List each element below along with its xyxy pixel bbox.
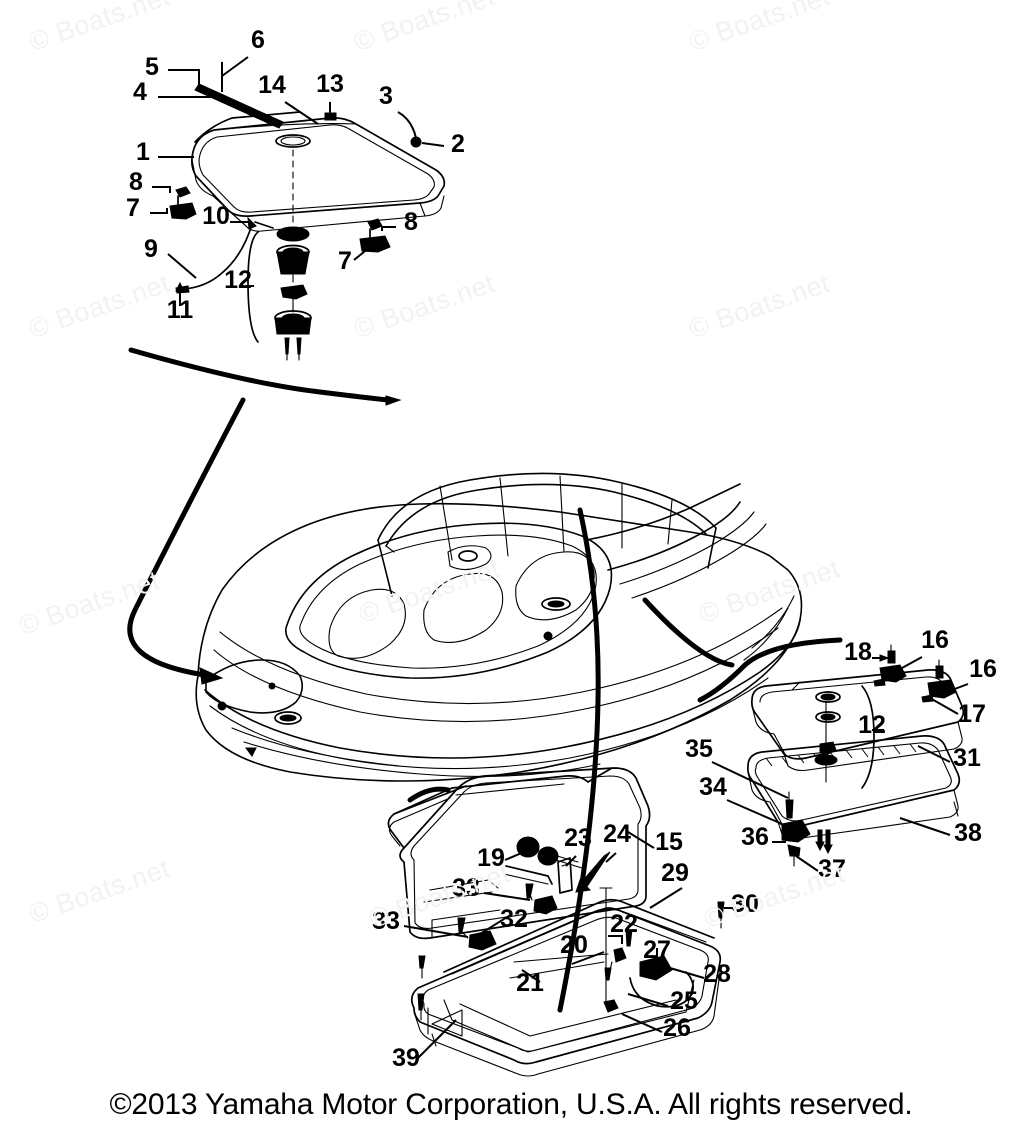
callout-number-9: 9 bbox=[144, 235, 158, 263]
right-hinge-part-12 bbox=[814, 685, 875, 789]
hinge-stack-part-12 bbox=[247, 149, 312, 361]
callout-number-26: 26 bbox=[663, 1014, 691, 1042]
callout-number-32: 32 bbox=[500, 905, 528, 933]
callout-number-1: 1 bbox=[136, 138, 150, 166]
callout-number-11: 11 bbox=[167, 296, 194, 324]
callout-number-17: 17 bbox=[958, 700, 986, 728]
callout-number-6: 6 bbox=[251, 26, 265, 54]
right-lock-parts-34-37 bbox=[781, 791, 833, 867]
right-hatch-lid-part-31 bbox=[750, 669, 965, 772]
callout-number-21: 21 bbox=[516, 969, 544, 997]
callout-number-8: 8 bbox=[129, 168, 143, 196]
right-latch-upper-parts-16-18 bbox=[873, 644, 907, 687]
assembly-leader-lines bbox=[127, 347, 843, 1013]
latch-left-parts-7-8 bbox=[169, 186, 197, 220]
callout-number-33: 33 bbox=[372, 907, 400, 935]
callout-number-23: 23 bbox=[564, 824, 592, 852]
callout-number-38: 38 bbox=[954, 819, 982, 847]
callout-number-24: 24 bbox=[603, 820, 631, 848]
callout-number-34: 34 bbox=[699, 773, 727, 801]
callout-number-13: 13 bbox=[316, 70, 344, 98]
callout-number-25: 25 bbox=[670, 987, 698, 1015]
callout-number-35: 35 bbox=[685, 735, 713, 763]
callout-number-28: 28 bbox=[703, 960, 731, 988]
callout-number-16: 16 bbox=[969, 655, 997, 683]
callout-number-5: 5 bbox=[145, 53, 159, 81]
callout-number-3: 3 bbox=[379, 82, 393, 110]
callout-number-39: 39 bbox=[392, 1044, 420, 1072]
boat-illustration bbox=[195, 472, 803, 782]
storage-box-body-part-39 bbox=[410, 898, 722, 1077]
callout-number-7: 7 bbox=[126, 194, 140, 222]
callout-number-30: 30 bbox=[731, 890, 759, 918]
storage-box-lid-part-15 bbox=[387, 767, 651, 940]
callout-number-20: 20 bbox=[560, 931, 588, 959]
callout-number-15: 15 bbox=[655, 828, 683, 856]
latch-right-parts-7-8 bbox=[359, 218, 391, 253]
callout-number-14: 14 bbox=[258, 71, 286, 99]
callout-number-37: 37 bbox=[818, 855, 846, 883]
callout-number-18: 18 bbox=[844, 638, 872, 666]
callout-number-29: 29 bbox=[661, 859, 689, 887]
callout-number-27: 27 bbox=[643, 936, 671, 964]
callout-number-12: 12 bbox=[858, 711, 886, 739]
callout-number-4: 4 bbox=[133, 78, 147, 106]
callout-number-33: 33 bbox=[452, 874, 480, 902]
callout-number-36: 36 bbox=[741, 823, 769, 851]
storage-box-assembly bbox=[387, 767, 736, 1077]
callout-number-10: 10 bbox=[202, 202, 230, 230]
callout-number-7: 7 bbox=[338, 247, 352, 275]
storage-hardware-parts-25-30 bbox=[599, 887, 725, 1013]
callout-number-16: 16 bbox=[921, 626, 949, 654]
callout-number-2: 2 bbox=[451, 130, 465, 158]
right-hatch-assembly bbox=[711, 644, 969, 872]
hatch-trim-parts-4-5-6 bbox=[194, 83, 301, 143]
callout-number-31: 31 bbox=[953, 744, 981, 772]
right-latch-lower-parts-16-17 bbox=[921, 659, 957, 703]
storage-hardware-parts-19-23-24 bbox=[503, 836, 611, 894]
callout-number-8: 8 bbox=[404, 208, 418, 236]
callout-number-22: 22 bbox=[610, 910, 638, 938]
callout-number-12: 12 bbox=[224, 266, 252, 294]
copyright-notice: ©2013 Yamaha Motor Corporation, U.S.A. A… bbox=[109, 1088, 913, 1121]
upper-hatch-assembly bbox=[150, 56, 446, 361]
callout-number-19: 19 bbox=[477, 844, 505, 872]
fastener-part-13 bbox=[324, 103, 337, 121]
